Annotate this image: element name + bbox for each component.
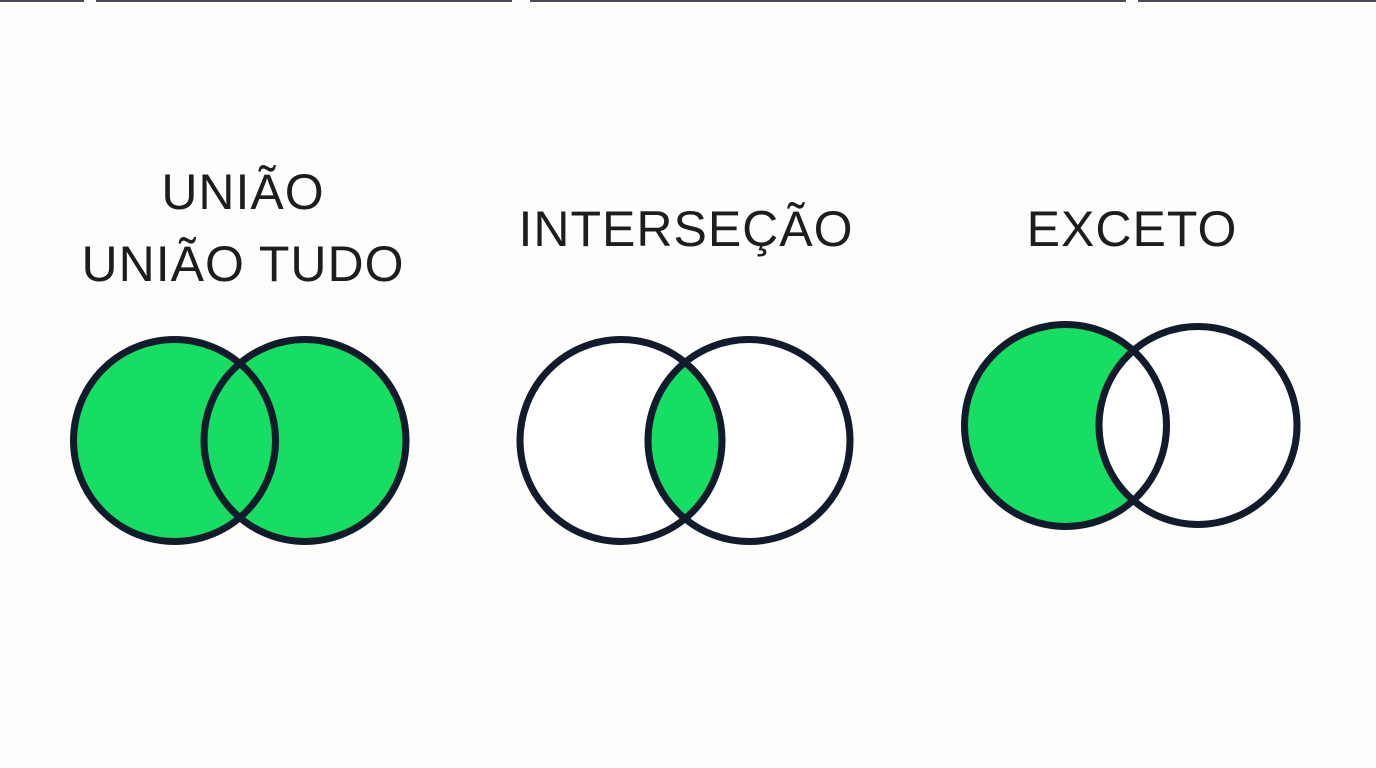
intersection-venn-diagram xyxy=(516,336,854,545)
except-venn-diagram xyxy=(961,321,1301,530)
union-title-line1: UNIÃO xyxy=(161,164,325,220)
except-right-circle-outline xyxy=(1095,323,1301,528)
union-right-circle-outline xyxy=(200,336,410,545)
intersection-title: INTERSEÇÃO xyxy=(506,193,866,265)
intersection-overlap-fill xyxy=(648,339,722,542)
union-title-line2: UNIÃO TUDO xyxy=(81,236,405,292)
except-left-circle-outline xyxy=(961,321,1170,530)
intersection-left-circle-outline xyxy=(516,336,726,545)
except-right-circle-fill xyxy=(1099,326,1297,525)
except-title: EXCETO xyxy=(952,193,1312,265)
union-left-circle-outline xyxy=(70,336,279,545)
intersection-right-circle-outline xyxy=(644,336,854,545)
union-venn-diagram xyxy=(70,336,410,545)
union-right-circle-fill xyxy=(204,339,406,542)
intersection-title-line1: INTERSEÇÃO xyxy=(518,201,854,257)
torn-top-edge xyxy=(0,0,1376,2)
except-title-line1: EXCETO xyxy=(1026,201,1238,257)
union-title: UNIÃO UNIÃO TUDO xyxy=(63,156,423,300)
